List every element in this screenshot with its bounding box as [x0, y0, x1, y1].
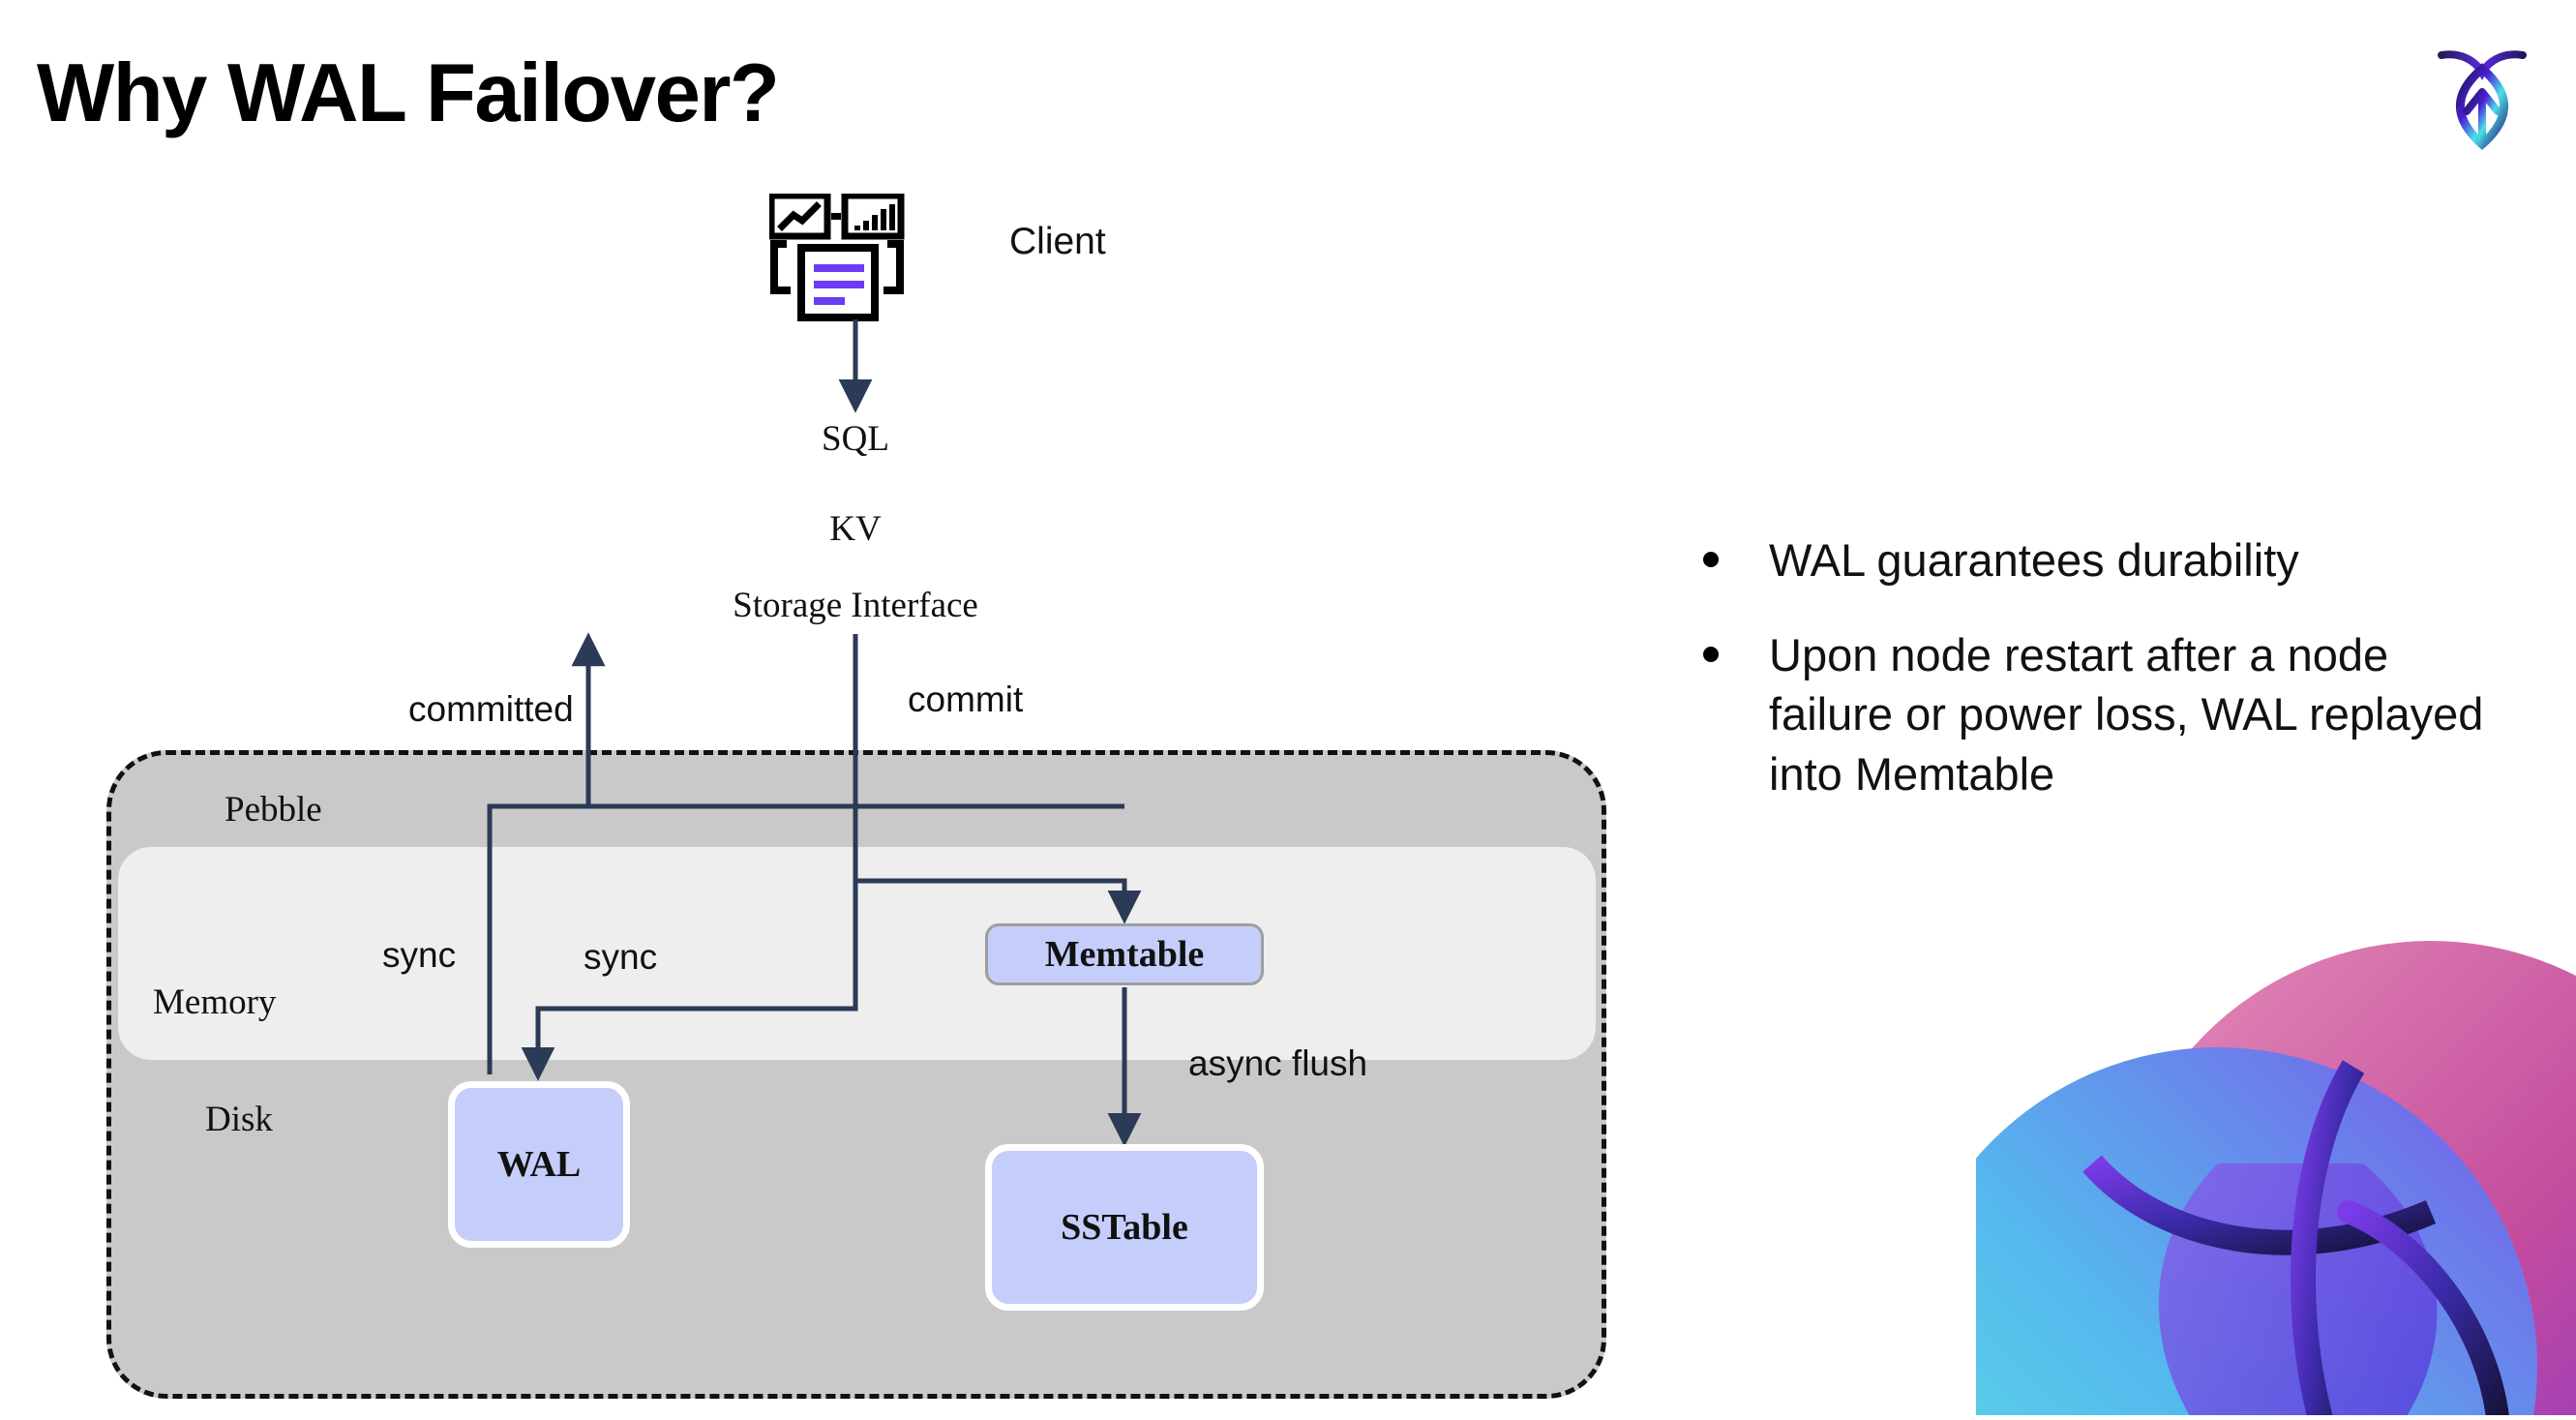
client-label: Client — [1009, 221, 1106, 262]
client-dashboard-icon — [767, 192, 924, 329]
bullet-text: WAL guarantees durability — [1769, 534, 2299, 586]
edge-label-async-flush: async flush — [1188, 1043, 1368, 1083]
gradient-leaf-spheres-decoration-icon — [1976, 921, 2576, 1415]
list-item: WAL guarantees durability — [1703, 530, 2516, 590]
memory-label: Memory — [153, 982, 277, 1022]
bullet-list: WAL guarantees durability Upon node rest… — [1703, 530, 2516, 838]
memory-region — [118, 847, 1596, 1060]
node-sstable-label: SSTable — [1061, 1207, 1188, 1248]
pebble-label: Pebble — [225, 790, 322, 830]
page-title: Why WAL Failover? — [37, 47, 780, 139]
cockroach-leaf-logo-icon — [2424, 34, 2540, 151]
layer-bar-sql-label: SQL — [822, 418, 889, 459]
node-wal: WAL — [448, 1081, 630, 1248]
layer-bar-sql: SQL — [143, 411, 1568, 466]
layer-bar-storage-interface: Storage Interface — [143, 578, 1568, 632]
node-memtable: Memtable — [985, 923, 1264, 985]
layer-bar-kv-label: KV — [829, 508, 882, 549]
bullet-dot-icon — [1703, 646, 1719, 662]
bullet-text: Upon node restart after a node failure o… — [1769, 628, 2484, 800]
layer-bar-storage-interface-label: Storage Interface — [733, 585, 978, 625]
list-item: Upon node restart after a node failure o… — [1703, 625, 2516, 804]
edge-label-commit: commit — [908, 680, 1024, 719]
layer-bar-kv: KV — [143, 501, 1568, 556]
node-sstable: SSTable — [985, 1144, 1264, 1311]
edge-label-sync-storage: sync — [382, 935, 457, 975]
node-memtable-label: Memtable — [1044, 934, 1205, 975]
edge-label-sync-memtable: sync — [584, 937, 658, 977]
bullet-dot-icon — [1703, 552, 1719, 567]
node-wal-label: WAL — [496, 1144, 582, 1185]
disk-label: Disk — [205, 1100, 273, 1139]
edge-label-committed: committed — [408, 689, 574, 729]
